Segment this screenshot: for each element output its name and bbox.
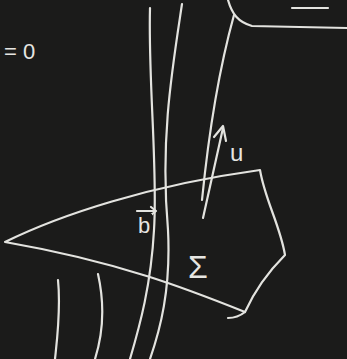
vector-label: u xyxy=(228,140,245,166)
surface-label: Σ xyxy=(186,250,210,284)
flux-line xyxy=(130,8,155,359)
surface-outline xyxy=(5,170,285,312)
flux-line xyxy=(202,15,234,200)
surface-edge xyxy=(228,312,245,318)
flux-line xyxy=(150,4,182,359)
vector-label: b xyxy=(136,214,152,238)
panel-outline xyxy=(228,0,347,28)
flux-line xyxy=(55,280,59,359)
equation-fragment: = 0 xyxy=(2,40,37,64)
panel-outline xyxy=(292,7,328,9)
arrow-head xyxy=(214,126,226,141)
velocity-arrow xyxy=(203,128,223,218)
flux-line xyxy=(95,274,102,359)
